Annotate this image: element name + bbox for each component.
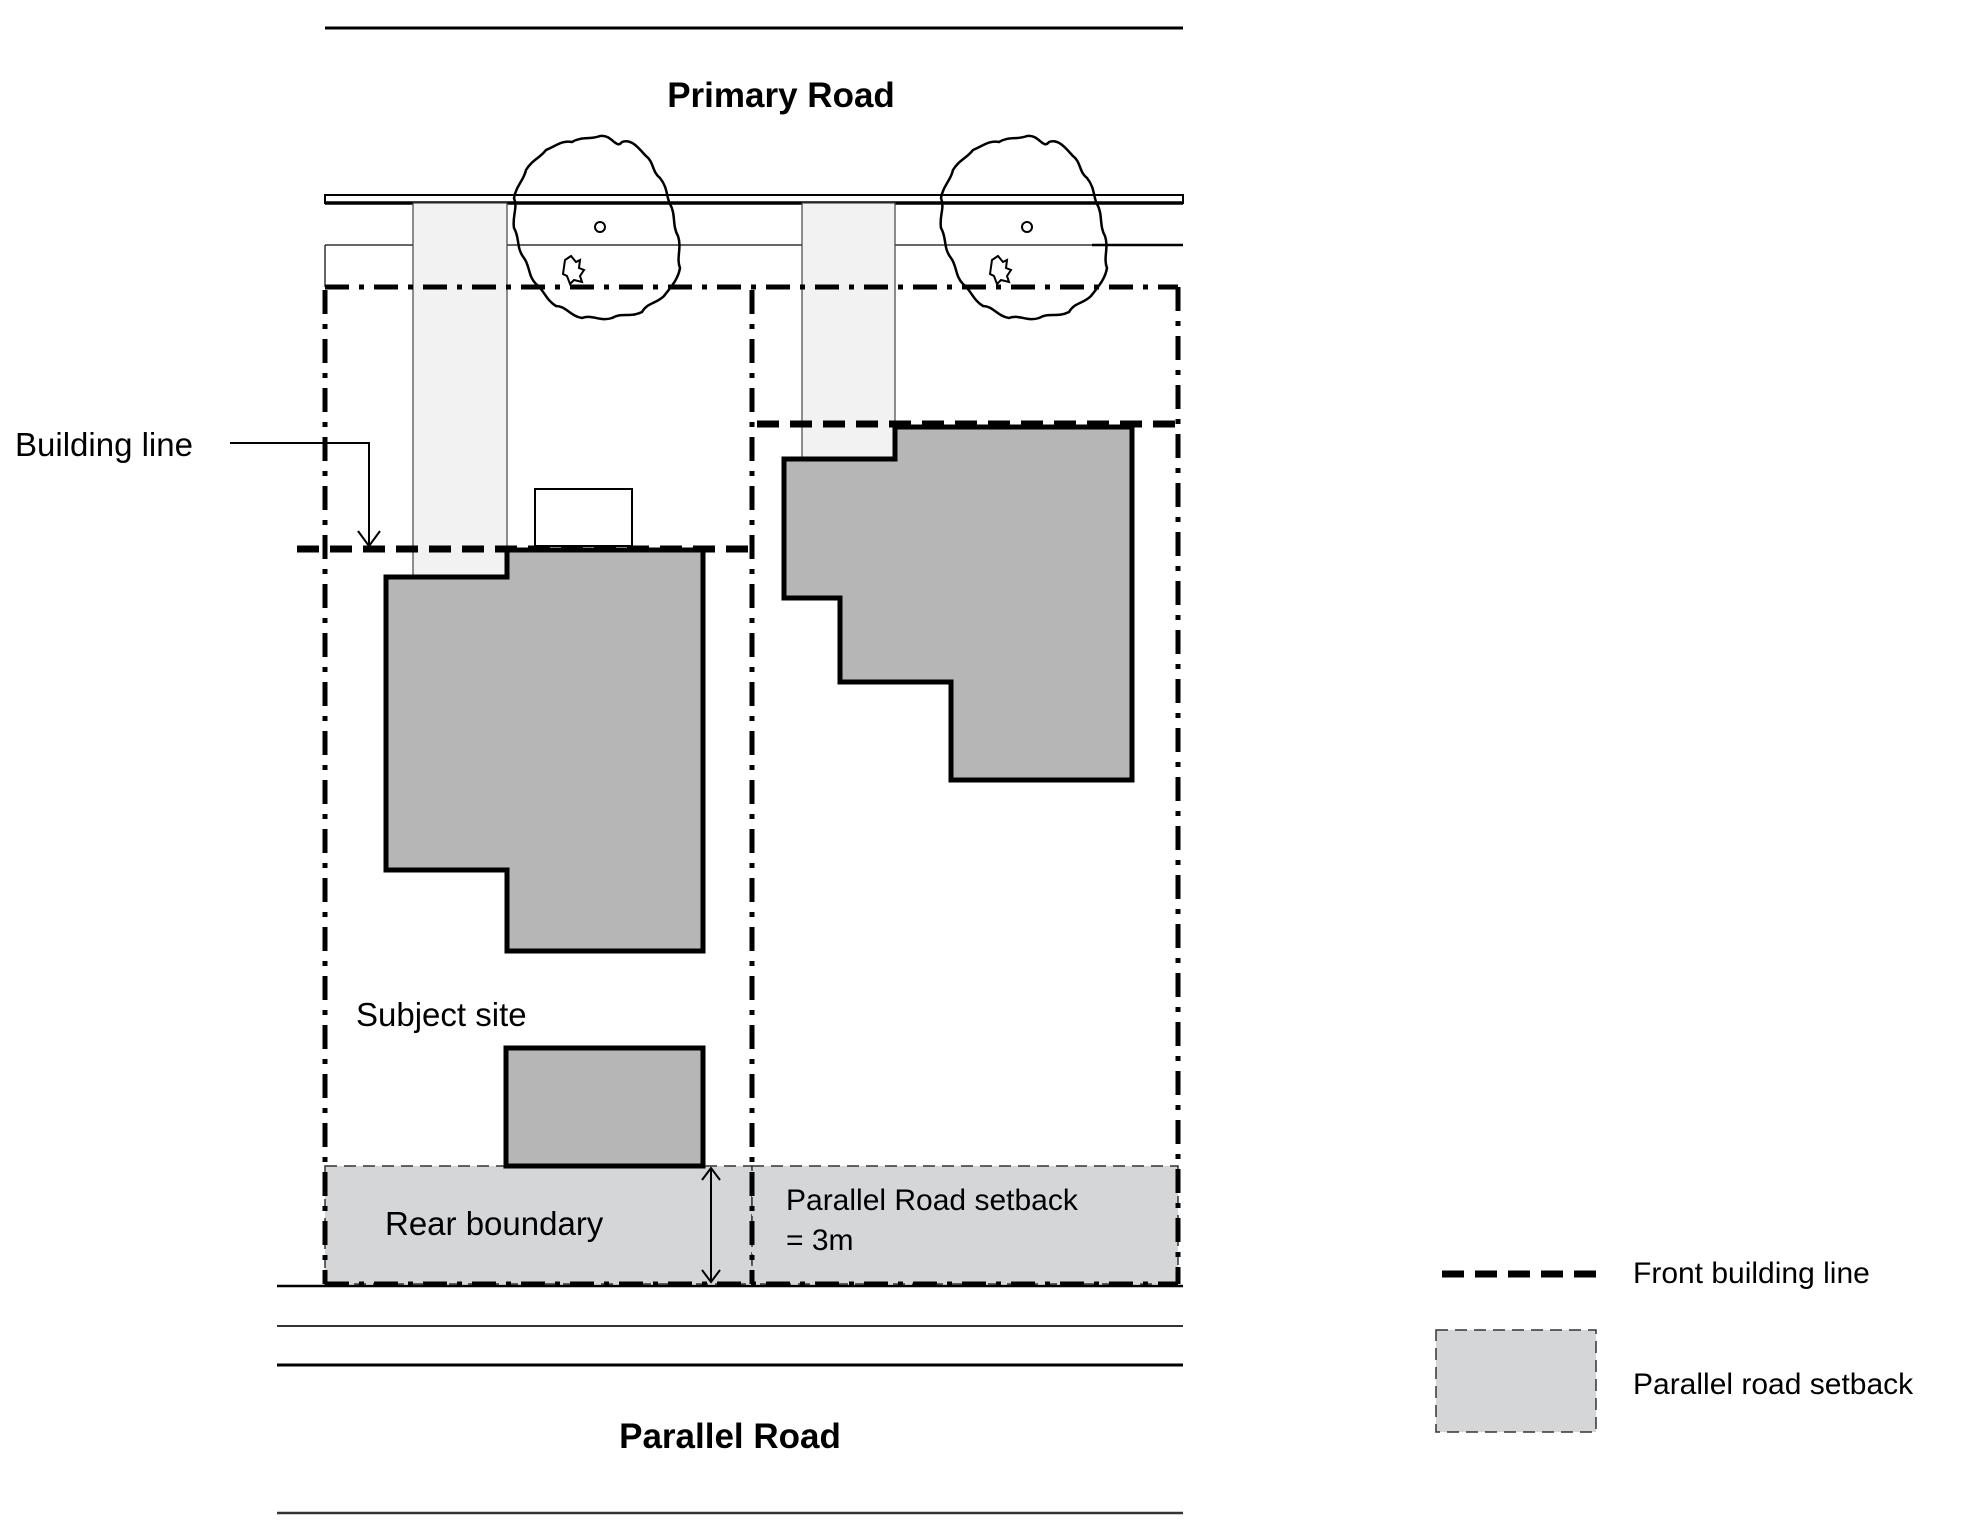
subject-site-label: Subject site — [356, 996, 527, 1033]
primary-road: Primary Road — [324, 26, 1184, 287]
callout-leader-line — [230, 442, 370, 546]
setback-dimension — [701, 1166, 721, 1284]
dimension-arrow-down-icon — [701, 1269, 721, 1284]
driveway-subject-site — [412, 202, 508, 578]
legend: Front building line Parallel road setbac… — [1435, 1257, 1914, 1433]
shrub-icon — [988, 254, 1013, 286]
dwelling-subject-site — [383, 547, 706, 954]
tree-trunk-icon — [1021, 221, 1033, 233]
lot-boundaries — [322, 284, 1181, 1287]
building-line-label: Building line — [15, 426, 193, 463]
garage-subject-site — [503, 1045, 706, 1169]
shrub-icon — [561, 254, 586, 286]
porch-subject-site — [534, 488, 633, 547]
street-tree-left — [512, 134, 682, 321]
parallel-road-label: Parallel Road — [619, 1417, 841, 1456]
setback-label-line1: Parallel Road setback — [786, 1184, 1079, 1217]
legend-label: Front building line — [1633, 1257, 1870, 1290]
tree-canopy-icon — [939, 134, 1109, 321]
setback-label-line2: = 3m — [786, 1224, 854, 1257]
rear-boundary-label: Rear boundary — [385, 1205, 604, 1242]
parallel-road: Parallel Road — [277, 1284, 1183, 1515]
legend-item-parallel-road-setback: Parallel road setback — [1435, 1329, 1914, 1433]
setback-area-neighbouring-lot — [751, 1165, 1179, 1285]
legend-setback-swatch-icon — [1435, 1329, 1597, 1433]
primary-road-label: Primary Road — [667, 76, 895, 115]
legend-item-front-building-line: Front building line — [1442, 1257, 1870, 1290]
dwelling-neighbouring-lot — [781, 424, 1135, 783]
legend-label: Parallel road setback — [1633, 1368, 1914, 1401]
callout-arrowhead-icon — [357, 530, 381, 548]
street-tree-right — [939, 134, 1109, 321]
driveway-neighbouring-lot — [801, 202, 896, 460]
tree-trunk-icon — [594, 221, 606, 233]
building-line-callout: Building line — [15, 426, 381, 548]
tree-canopy-icon — [512, 134, 682, 321]
dimension-arrow-up-icon — [701, 1166, 721, 1181]
